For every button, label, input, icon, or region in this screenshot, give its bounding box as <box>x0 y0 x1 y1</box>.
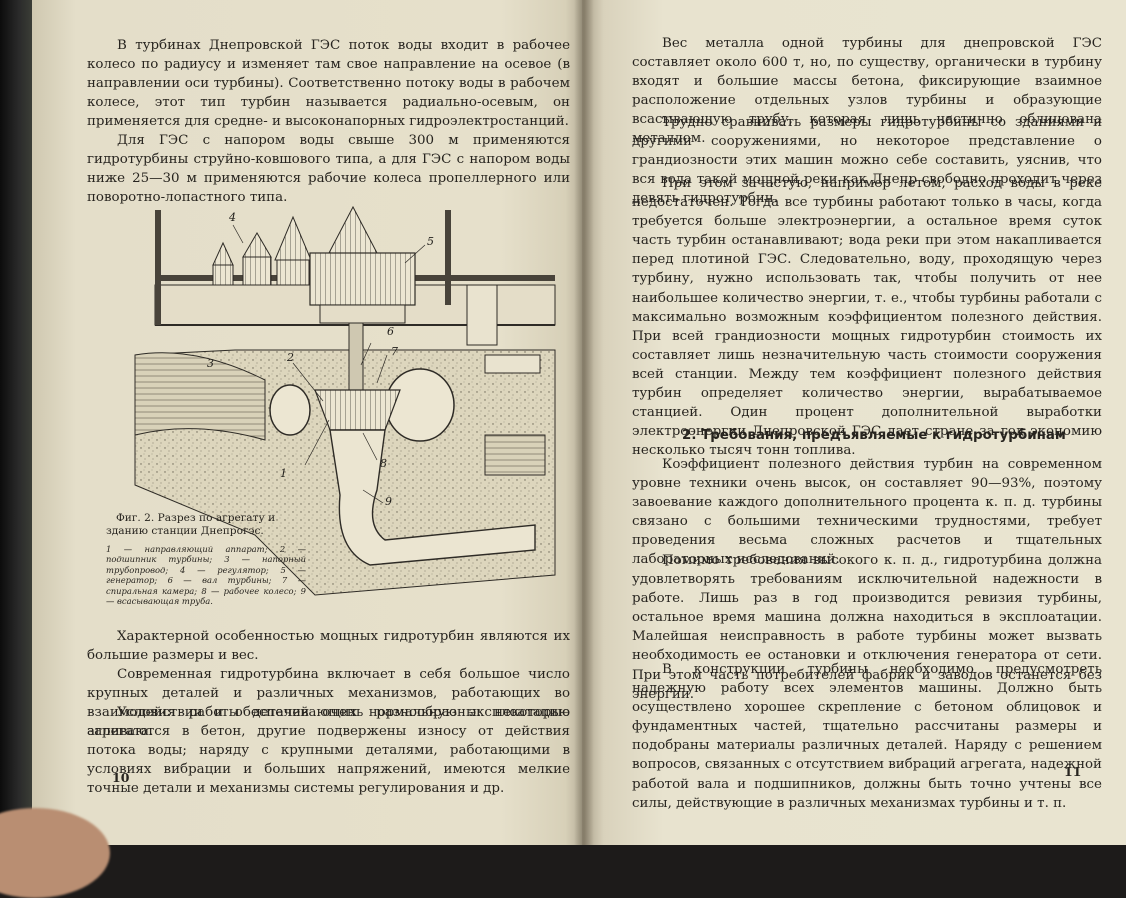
figure-label-8: 8 <box>380 457 387 470</box>
turbine-drawing: 1 2 3 4 5 6 7 8 9 <box>134 205 556 596</box>
right-paragraph-4: Коэффициент полезного действия турбин на… <box>632 457 1102 568</box>
right-paragraph-1: Вес металла одной турбины для днепровско… <box>632 36 1102 147</box>
turbine-cross-section-figure: 1 2 3 4 5 6 7 8 9 <box>115 205 573 600</box>
book-spine <box>574 0 594 845</box>
figure-label-1: 1 <box>280 467 287 480</box>
page-number-right: 11 <box>1064 764 1082 779</box>
right-page: Вес металла одной турбины для днепровско… <box>582 0 1126 845</box>
left-paragraph-2: Для ГЭС с напором воды свыше 300 м приме… <box>87 133 570 206</box>
left-paragraph-3: Характерной особенностью мощных гидротур… <box>87 629 570 664</box>
figure-label-3: 3 <box>207 357 214 370</box>
figure-label-9: 9 <box>385 495 392 508</box>
right-paragraph-2: Трудно сравнивать размеры гидротурбины с… <box>632 115 1102 207</box>
figure-label-2: 2 <box>286 351 294 364</box>
left-page: В турбинах Днепровской ГЭС поток воды вх… <box>32 0 582 845</box>
right-paragraph-3: При этом зачастую, например летом, расхо… <box>632 176 1102 459</box>
section-heading: 2. Требования, предъявляемые к гидротурб… <box>682 428 1066 443</box>
left-paragraph-4: Современная гидротурбина включает в себя… <box>87 667 570 740</box>
book-binding <box>0 0 34 845</box>
right-paragraph-6: В конструкции турбины необходимо предусм… <box>632 662 1102 811</box>
figure-caption: Фиг. 2. Разрез по агрегату и зданию стан… <box>106 512 306 606</box>
left-paragraph-1: В турбинах Днепровской ГЭС поток воды вх… <box>87 38 570 130</box>
figure-caption-title: Фиг. 2. Разрез по агрегату и зданию стан… <box>106 512 276 537</box>
page-number-left: 10 <box>112 770 130 785</box>
figure-label-6: 6 <box>387 325 394 338</box>
figure-label-7: 7 <box>391 345 398 358</box>
figure-caption-legend: 1 — направляющий аппарат; 2 — подшипник … <box>106 544 306 607</box>
left-paragraph-5: Условия работы деталей очень разнообразн… <box>87 705 570 797</box>
right-paragraph-5: Помимо требования высокого к. п. д., гид… <box>632 553 1102 702</box>
figure-label-5: 5 <box>427 235 434 248</box>
figure-label-4: 4 <box>228 211 236 224</box>
